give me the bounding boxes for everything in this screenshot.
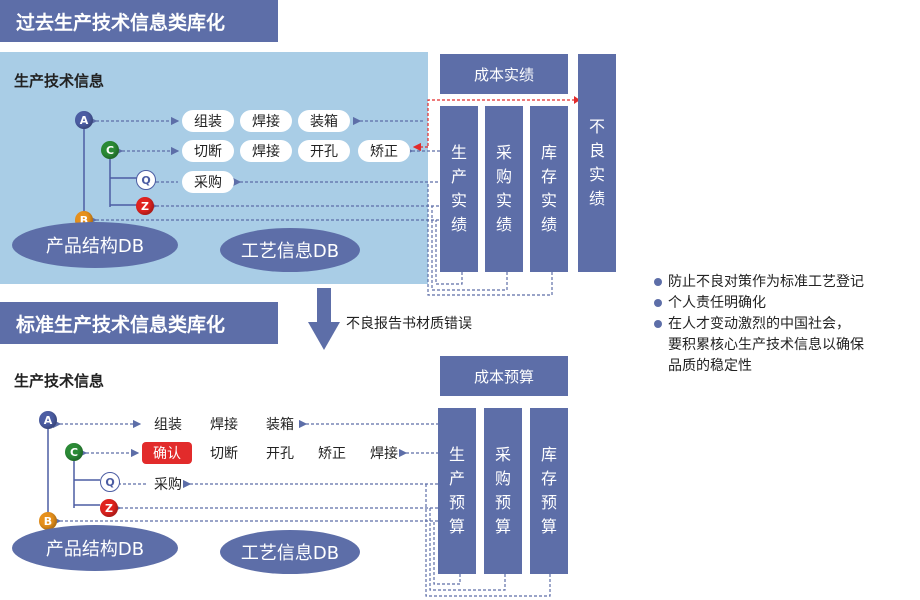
node-b: B (39, 512, 57, 530)
top-step-assemble: 组装 (182, 110, 234, 132)
defect-report-note: 不良报告书材质错误 (346, 316, 472, 332)
top-db-product: 产品结构DB (12, 222, 178, 268)
bottom-step-weld2: 焊接 (370, 446, 398, 462)
top-step-cut: 切断 (182, 140, 234, 162)
node-z: Z (100, 499, 118, 517)
bottom-step-pack: 装箱 (266, 417, 294, 433)
node-c: C (101, 141, 119, 159)
top-vbox-inventory: 库存实绩 (530, 106, 568, 272)
bullet-item: 防止不良对策作为标准工艺登记 (654, 272, 918, 293)
bottom-vbox-purchase: 采购预算 (484, 408, 522, 574)
node-z: Z (136, 197, 154, 215)
top-vbox-purchase: 采购实绩 (485, 106, 523, 272)
bottom-vbox-production: 生产预算 (438, 408, 476, 574)
bottom-step-weld: 焊接 (210, 417, 238, 433)
bullet-list: 防止不良对策作为标准工艺登记 个人责任明确化 在人才变动激烈的中国社会， 要积累… (654, 272, 918, 377)
node-q: Q (100, 472, 120, 492)
bottom-db-process: 工艺信息DB (220, 530, 360, 574)
top-section-title: 生产技术信息 (14, 72, 105, 90)
bullet-item-continued: 品质的稳定性 (668, 358, 752, 374)
top-cost-box: 成本实绩 (440, 54, 568, 94)
top-step-purchase: 采购 (182, 171, 234, 193)
bottom-step-drill: 开孔 (266, 446, 294, 462)
top-step-pack: 装箱 (298, 110, 350, 132)
top-banner: 过去生产技术信息类库化 (0, 0, 278, 42)
bottom-section-title: 生产技术信息 (14, 372, 105, 390)
top-step-weld: 焊接 (240, 110, 292, 132)
bullet-item-continued: 要积累核心生产技术信息以确保 (668, 337, 864, 353)
top-db-process: 工艺信息DB (220, 228, 360, 272)
bottom-step-assemble: 组装 (154, 417, 182, 433)
top-defect-box: 不良实绩 (578, 54, 616, 272)
bottom-step-straighten: 矫正 (318, 446, 346, 462)
bullet-item: 在人才变动激烈的中国社会， (654, 314, 918, 335)
top-step-straighten: 矫正 (358, 140, 410, 162)
bottom-vbox-inventory: 库存预算 (530, 408, 568, 574)
bullet-item: 个人责任明确化 (654, 293, 918, 314)
bottom-confirm-badge: 确认 (142, 442, 192, 464)
bottom-step-purchase: 采购 (154, 477, 182, 493)
bottom-cost-box: 成本预算 (440, 356, 568, 396)
node-c: C (65, 443, 83, 461)
top-step-weld2: 焊接 (240, 140, 292, 162)
top-vbox-production: 生产实绩 (440, 106, 478, 272)
bottom-step-cut: 切断 (210, 446, 238, 462)
bottom-banner: 标准生产技术信息类库化 (0, 302, 278, 344)
node-a: A (39, 411, 57, 429)
node-a: A (75, 111, 93, 129)
node-q: Q (136, 170, 156, 190)
top-step-drill: 开孔 (298, 140, 350, 162)
bottom-db-product: 产品结构DB (12, 525, 178, 571)
